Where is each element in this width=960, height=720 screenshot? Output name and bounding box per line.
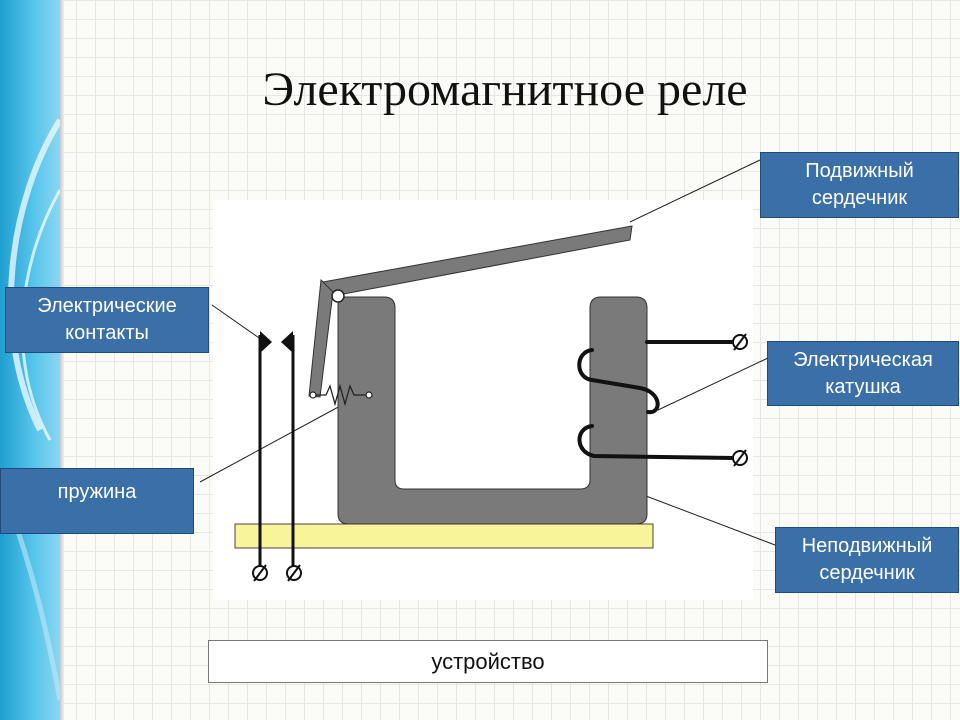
fixed-core bbox=[337, 296, 648, 525]
base-plate bbox=[234, 523, 654, 549]
label-electric-contacts: Электрические контакты bbox=[5, 287, 209, 353]
leader-line-spring bbox=[199, 404, 343, 483]
leader-line-movable-core bbox=[629, 159, 761, 223]
terminal-icon bbox=[252, 564, 268, 582]
side-edge bbox=[60, 0, 64, 720]
terminal-icon bbox=[732, 449, 748, 467]
terminal-icon bbox=[732, 333, 748, 351]
armature-lever bbox=[308, 278, 334, 398]
terminal-icon bbox=[286, 564, 302, 582]
pivot-point bbox=[331, 289, 345, 303]
page-title: Электромагнитное реле bbox=[262, 63, 748, 116]
leader-line-fixed-core bbox=[645, 495, 776, 546]
label-fixed-core: Неподвижный сердечник bbox=[775, 527, 959, 593]
caption-box: устройство bbox=[208, 640, 768, 683]
leader-line-coil bbox=[657, 357, 769, 411]
electric-contacts bbox=[258, 331, 295, 568]
label-electric-coil: Электрическая катушка bbox=[767, 341, 959, 406]
spring-icon bbox=[309, 383, 373, 407]
leader-line-contacts bbox=[211, 304, 263, 341]
label-spring: пружина bbox=[0, 468, 194, 534]
label-movable-core: Подвижный сердечник bbox=[760, 152, 959, 218]
movable-core bbox=[322, 225, 633, 297]
electric-coil bbox=[577, 340, 736, 460]
